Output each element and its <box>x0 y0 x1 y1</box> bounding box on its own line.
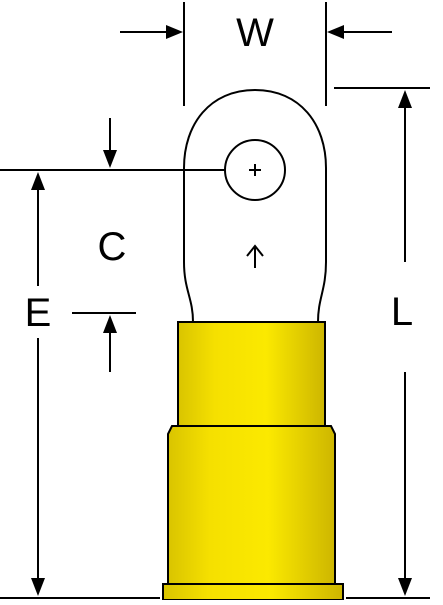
insulation-upper <box>177 321 326 427</box>
l-arrow-top <box>398 90 412 262</box>
label-l: L <box>391 290 413 334</box>
insulation-base <box>162 583 344 601</box>
label-c: C <box>98 225 127 269</box>
insulation-lower <box>167 425 336 585</box>
l-arrow-bottom <box>398 372 412 596</box>
ring-tongue-outline <box>183 88 327 323</box>
w-arrow-right <box>327 25 392 39</box>
e-arrow-bottom <box>31 338 45 596</box>
c-arrow-top <box>103 118 117 168</box>
w-arrow-left <box>120 25 183 39</box>
c-arrow-bottom <box>103 315 117 372</box>
plus-icon <box>249 164 261 176</box>
e-arrow-top <box>31 172 45 286</box>
label-w: W <box>236 11 274 55</box>
up-arrow-icon <box>246 244 264 268</box>
label-e: E <box>25 291 52 335</box>
